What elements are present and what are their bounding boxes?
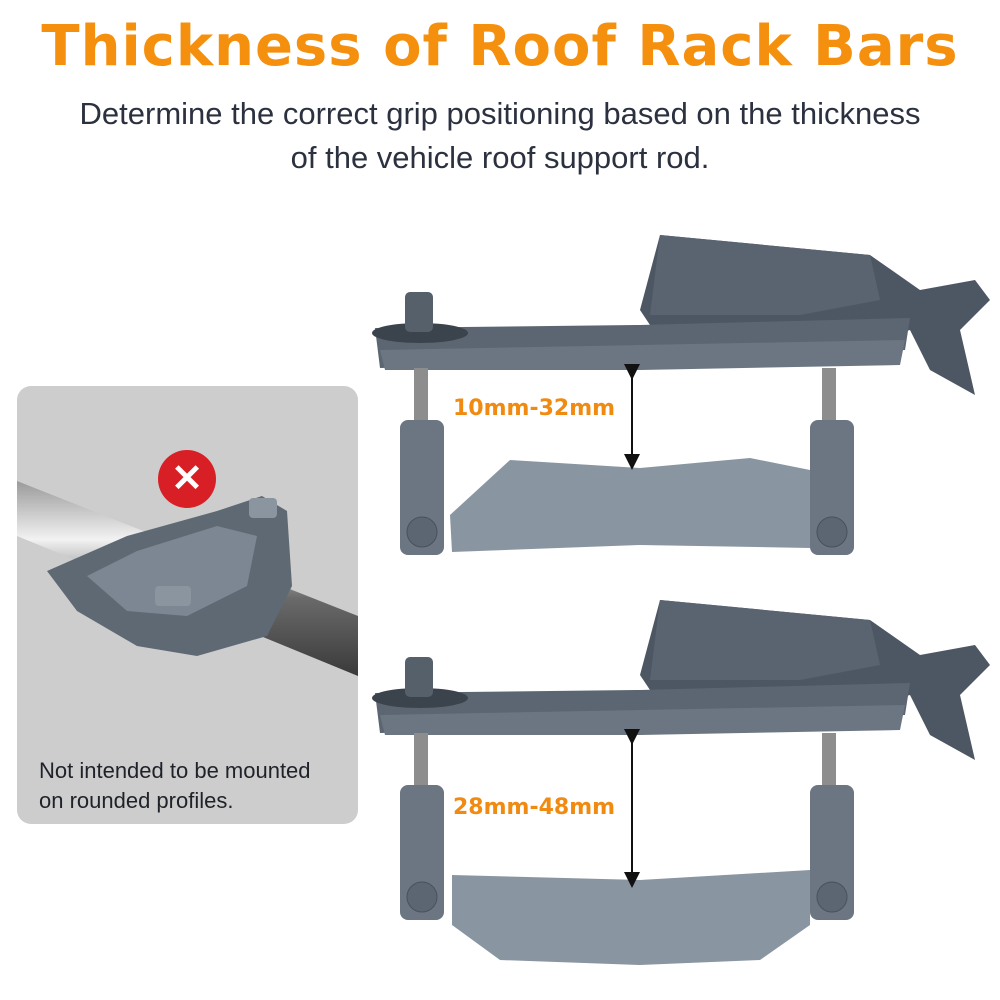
page-title: Thickness of Roof Rack Bars [41,14,959,79]
warning-note: Not intended to be mounted on rounded pr… [39,758,311,813]
range-label-small: 10mm-32mm [453,396,616,421]
clamp-jaw [452,870,810,965]
subtitle-line-2: of the vehicle roof support rod. [290,140,710,175]
page-subtitle: Determine the correct grip positioning b… [0,92,1000,180]
clamp-jaw [450,458,810,552]
subtitle-line-1: Determine the correct grip positioning b… [79,96,921,131]
x-icon: ✕ [158,450,216,508]
clamp-small-range [371,234,991,556]
round-bar-mount-illustration [17,481,358,676]
clamp-large-range [371,599,991,965]
range-label-large: 28mm-48mm [453,795,616,820]
